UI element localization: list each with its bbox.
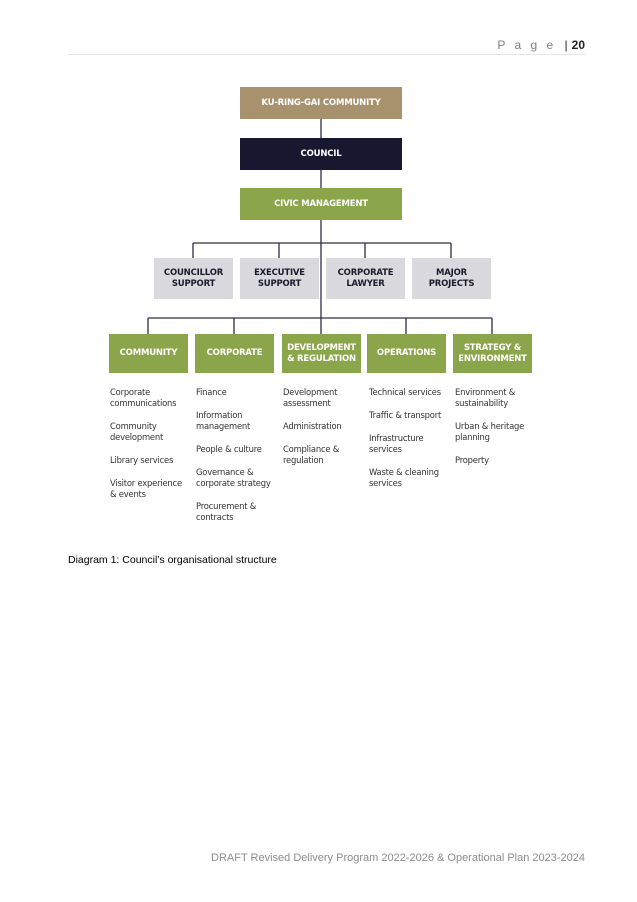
box-councillor-support: COUNCILLOR SUPPORT [154, 258, 233, 299]
footer-text: DRAFT Revised Delivery Program 2022-2026… [211, 852, 585, 864]
list-community: Corporate communications Community devel… [110, 387, 182, 512]
page-separator: | [564, 38, 568, 52]
box-executive-support: EXECUTIVE SUPPORT [240, 258, 319, 299]
diagram-caption: Diagram 1: Council’s organisational stru… [68, 554, 277, 566]
list-item: Technical services [369, 387, 441, 397]
page-word: P a g e [497, 38, 557, 52]
list-item: Governance & corporate strategy [196, 467, 271, 488]
box-division-community: COMMUNITY [109, 334, 188, 373]
list-operations: Technical services Traffic & transport I… [369, 387, 441, 501]
list-item: Corporate communications [110, 387, 177, 408]
list-item: Waste & cleaning services [369, 467, 439, 488]
box-corporate-lawyer: CORPORATE LAWYER [326, 258, 405, 299]
box-division-corporate: CORPORATE [195, 334, 274, 373]
page-number-value: 20 [571, 38, 585, 52]
list-item: Compliance & regulation [283, 444, 340, 465]
box-civic-management: CIVIC MANAGEMENT [240, 188, 402, 220]
page-number: P a g e |20 [497, 38, 585, 52]
list-item: Development assessment [283, 387, 338, 408]
box-division-strategy: STRATEGY & ENVIRONMENT [453, 334, 532, 373]
list-item: Visitor experience & events [110, 478, 182, 499]
list-item: Finance [196, 387, 227, 397]
box-council: COUNCIL [240, 138, 402, 170]
list-item: Community development [110, 421, 164, 442]
list-item: Library services [110, 455, 174, 465]
list-item: Environment & sustainability [455, 387, 516, 408]
list-item: Procurement & contracts [196, 501, 257, 522]
header-rule [68, 54, 586, 55]
list-corporate: Finance Information management People & … [196, 387, 271, 535]
list-strategy: Environment & sustainability Urban & her… [455, 387, 524, 478]
list-item: Property [455, 455, 489, 465]
box-division-development: DEVELOPMENT & REGULATION [282, 334, 361, 373]
list-item: Urban & heritage planning [455, 421, 525, 442]
list-item: Information management [196, 410, 251, 431]
list-development: Development assessment Administration Co… [283, 387, 342, 478]
box-major-projects: MAJOR PROJECTS [412, 258, 491, 299]
list-item: Administration [283, 421, 342, 431]
list-item: Infrastructure services [369, 433, 424, 454]
box-division-operations: OPERATIONS [367, 334, 446, 373]
box-community-top: KU-RING-GAI COMMUNITY [240, 87, 402, 119]
list-item: Traffic & transport [369, 410, 442, 420]
list-item: People & culture [196, 444, 262, 454]
